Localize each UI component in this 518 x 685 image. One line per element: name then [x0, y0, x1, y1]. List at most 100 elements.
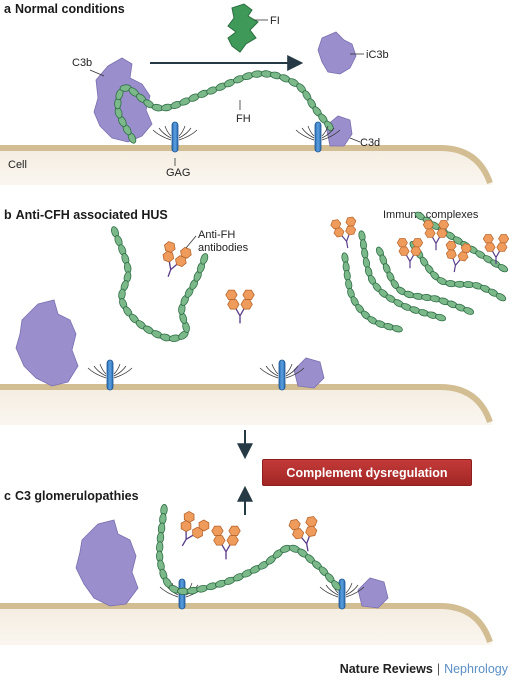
gag-chain: [99, 363, 107, 375]
antibody-hinge: [452, 258, 461, 273]
antibody-hinge: [301, 536, 310, 552]
gag-chain: [178, 127, 192, 139]
cell-membrane-b: [0, 384, 492, 425]
gag-a1: [152, 121, 198, 153]
gag-chain: [159, 586, 179, 598]
gag-anchor: [338, 578, 346, 610]
c3d-label: C3d: [360, 137, 380, 149]
antibody: [482, 234, 510, 265]
antibody-domain: [225, 289, 238, 301]
antibody-domain: [422, 220, 434, 230]
gag-chain: [93, 365, 107, 377]
antibody-domain: [345, 225, 357, 236]
antibody-domain: [345, 216, 357, 227]
gag-chain: [325, 584, 339, 596]
panel-b: Anti-FH antibodies Immune complexes: [0, 209, 510, 425]
journal-section: Nephrology: [444, 662, 508, 676]
journal-name: Nature Reviews: [339, 662, 433, 676]
gag-chain: [164, 125, 172, 137]
fh-chain-b: [111, 226, 209, 342]
fh-bead: [200, 253, 209, 265]
panel-c: [0, 504, 493, 645]
antibody-hinge: [406, 255, 414, 269]
anti-fh-label-1: Anti-FH: [198, 229, 235, 241]
antibody: [330, 216, 357, 249]
gag-c2: [319, 578, 365, 610]
anti-fh-label-2: antibodies: [198, 242, 249, 254]
antibody-hinge: [221, 544, 231, 560]
antibody-domain: [226, 535, 239, 546]
c3b-label: C3b: [72, 57, 92, 69]
antibody-domain: [457, 251, 469, 262]
panel-c-heading: C3 glomerulopathies: [14, 489, 139, 503]
gag-anchor: [106, 359, 114, 391]
fh-bead: [331, 580, 341, 591]
antibody-hinge: [235, 308, 245, 324]
antibody: [180, 510, 210, 547]
antibody-domain: [498, 234, 510, 244]
ic3b-protein: [317, 31, 357, 75]
antibody-domain: [436, 228, 448, 238]
fh-bead: [495, 293, 507, 302]
antibody-domain: [410, 246, 422, 256]
gag-label: GAG: [166, 167, 190, 179]
gag-chain: [321, 127, 335, 139]
antibody-hinge: [492, 251, 500, 265]
gag-chain: [321, 129, 341, 141]
gag-chain: [345, 582, 353, 594]
panel-a-heading: Normal conditions: [14, 2, 125, 16]
c3d-protein-b: [293, 357, 325, 389]
gag-chain: [113, 365, 127, 377]
antibody-domain: [192, 526, 203, 539]
antibody-domain: [484, 242, 496, 252]
c3b-protein-c: [75, 519, 139, 607]
antibody: [422, 220, 450, 251]
fh-bead: [497, 263, 509, 273]
antibody-domain: [180, 520, 192, 533]
cell-label: Cell: [8, 159, 27, 171]
antibody-hinge: [432, 237, 440, 251]
panel-a: Cell FI iC3b C3b C3d FH GAG: [0, 3, 493, 185]
gag-chain: [178, 125, 186, 137]
gag-chain: [307, 125, 315, 137]
antibody: [445, 240, 472, 273]
gag-chain: [158, 127, 172, 139]
gag-chain: [319, 586, 339, 598]
gag-chain: [113, 363, 121, 375]
gag-chain: [87, 367, 107, 379]
gag-chain: [295, 129, 315, 141]
antibody-domain: [445, 249, 457, 260]
antibodies-c: [180, 510, 318, 560]
cell-membrane-a-line: [0, 145, 493, 185]
antibodies-b: [162, 241, 255, 324]
gag-chain: [321, 125, 329, 137]
gag-chain: [271, 363, 279, 375]
antibody: [396, 238, 424, 269]
antibody-domain: [305, 516, 318, 528]
antibody: [225, 289, 255, 324]
anti-fh-leader: [185, 235, 197, 249]
gag-chain: [178, 129, 198, 141]
c3b-protein-b: [15, 299, 79, 387]
fi-protein: [227, 3, 259, 53]
fh-chain-c: [156, 504, 341, 595]
fh-bead: [435, 313, 447, 322]
immune-complexes-label: Immune complexes: [383, 209, 479, 221]
antibody-domain: [424, 228, 436, 238]
fh-bead: [361, 247, 369, 260]
antibody: [162, 241, 192, 277]
antibody-domain: [175, 255, 187, 268]
gag-anchor: [314, 121, 322, 153]
panel-c-letter: c: [4, 489, 11, 503]
antibody-domain: [242, 289, 255, 301]
antibody-domain: [482, 234, 494, 244]
fh-bead: [391, 325, 403, 333]
antibody-domain: [211, 525, 224, 537]
gag-b1: [87, 359, 133, 391]
antibody-domain: [333, 227, 345, 238]
antibody-hinge: [341, 234, 350, 249]
antibody-domain: [228, 525, 241, 537]
gag-chain: [152, 129, 172, 141]
